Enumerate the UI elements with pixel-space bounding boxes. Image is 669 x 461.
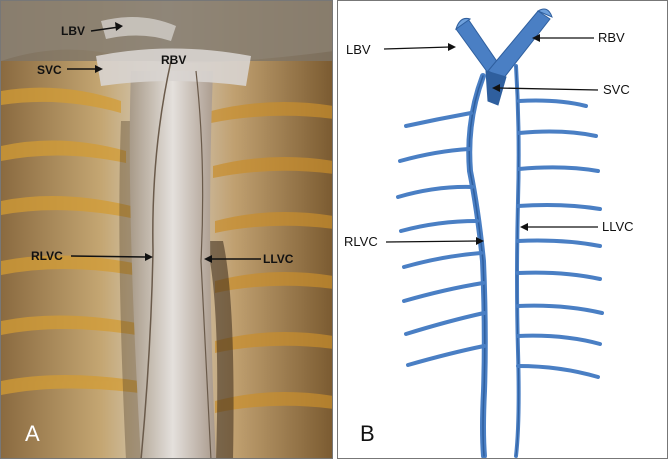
panel-a-label-rlvc: RLVC xyxy=(31,249,153,263)
label-rlvc-b: RLVC xyxy=(344,234,378,249)
panel-b-label-svc: SVC xyxy=(492,82,630,97)
label-lbv-a: LBV xyxy=(61,24,85,38)
panel-b-label-rlvc: RLVC xyxy=(344,234,484,249)
label-rbv-a: RBV xyxy=(161,53,186,67)
panel-a-dissection-photo: LBV SVC RBV RLVC LLVC A xyxy=(0,0,333,459)
label-svc-b: SVC xyxy=(603,82,630,97)
panel-b-letter: B xyxy=(360,421,375,446)
panel-b-vein-schematic: LBV RBV SVC RLVC LLVC B xyxy=(337,0,668,459)
brachiocephalic-veins xyxy=(455,8,553,106)
left-lumbar-branches xyxy=(396,111,486,367)
longitudinal-veins xyxy=(466,64,521,458)
left-rib-fat-bands xyxy=(1,87,139,395)
panel-b-label-lbv: LBV xyxy=(346,42,456,57)
panel-b-label-rbv: RBV xyxy=(532,30,625,45)
panel-a-label-llvc: LLVC xyxy=(204,252,294,266)
dissection-photo-illustration: LBV SVC RBV RLVC LLVC A xyxy=(1,1,332,458)
label-rbv-b: RBV xyxy=(598,30,625,45)
right-lumbar-branches xyxy=(516,98,604,379)
label-rlvc-a: RLVC xyxy=(31,249,63,263)
panel-a-label-lbv: LBV xyxy=(61,22,123,38)
label-llvc-a: LLVC xyxy=(263,252,294,266)
panel-b-label-llvc: LLVC xyxy=(520,219,634,234)
vein-schematic-illustration: LBV RBV SVC RLVC LLVC B xyxy=(344,8,634,458)
label-llvc-b: LLVC xyxy=(602,219,634,234)
label-svc-a: SVC xyxy=(37,63,62,77)
right-rib-fat-bands xyxy=(211,102,332,413)
label-lbv-b: LBV xyxy=(346,42,371,57)
panel-a-label-svc: SVC xyxy=(37,63,103,77)
panel-a-letter: A xyxy=(25,421,40,446)
